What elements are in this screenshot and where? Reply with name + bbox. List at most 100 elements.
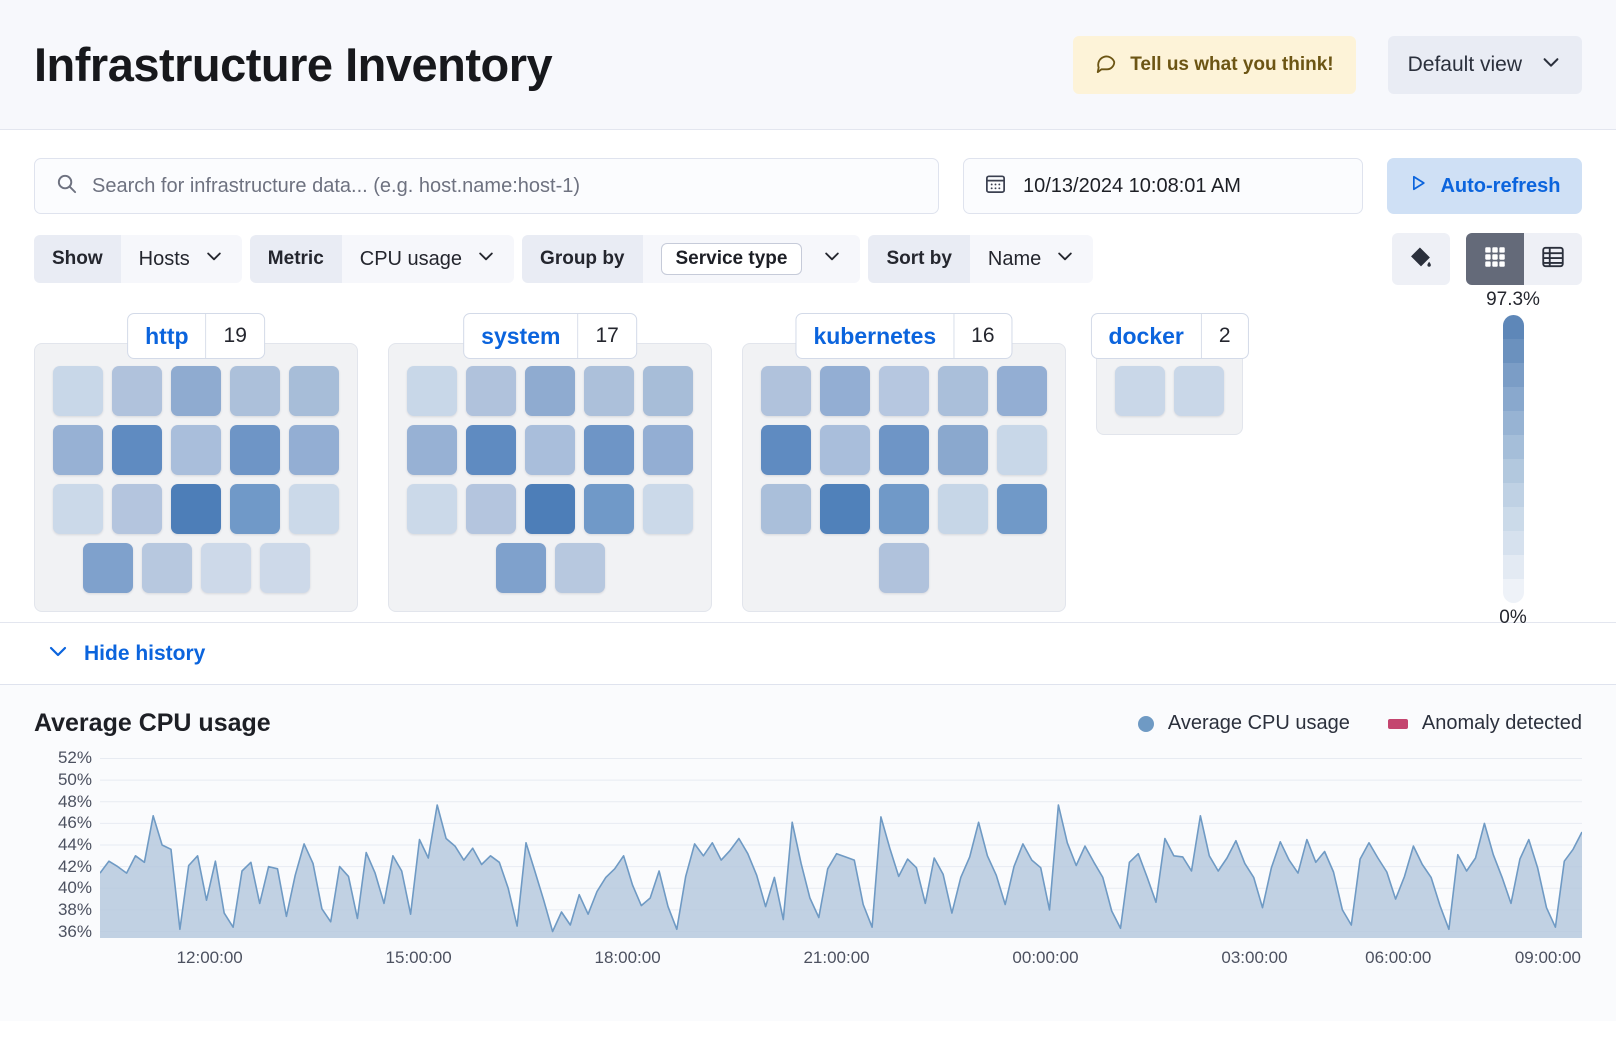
waffle-cell[interactable] — [584, 484, 634, 534]
waffle-cell[interactable] — [761, 425, 811, 475]
waffle-cell[interactable] — [879, 543, 929, 593]
chart-x-tick: 09:00:00 — [1514, 948, 1581, 967]
waffle-cell[interactable] — [230, 425, 280, 475]
auto-refresh-label: Auto-refresh — [1440, 174, 1561, 197]
waffle-cell[interactable] — [171, 484, 221, 534]
waffle-row — [407, 366, 693, 416]
waffle-cell[interactable] — [761, 484, 811, 534]
waffle-cell[interactable] — [525, 366, 575, 416]
default-view-label: Default view — [1407, 52, 1522, 76]
date-picker[interactable]: 10/13/2024 10:08:01 AM — [963, 158, 1363, 214]
control-show[interactable]: Show Hosts — [34, 235, 242, 283]
waffle-cell[interactable] — [407, 484, 457, 534]
chevron-down-icon — [46, 639, 70, 669]
waffle-cell[interactable] — [289, 366, 339, 416]
waffle-cell[interactable] — [53, 484, 103, 534]
waffle-cell[interactable] — [230, 366, 280, 416]
chevron-down-icon — [822, 246, 842, 272]
waffle-cell[interactable] — [1115, 366, 1165, 416]
waffle-cell[interactable] — [259, 543, 310, 593]
waffle-cell[interactable] — [879, 484, 929, 534]
chart-canvas[interactable] — [99, 752, 1583, 938]
waffle-cell[interactable] — [820, 425, 870, 475]
waffle-cell[interactable] — [997, 425, 1047, 475]
control-group-by-value[interactable]: Service type — [642, 235, 861, 283]
waffle-cell[interactable] — [495, 543, 546, 593]
waffle-cell[interactable] — [643, 484, 693, 534]
waffle-cell[interactable] — [584, 425, 634, 475]
waffle-cell[interactable] — [171, 425, 221, 475]
group-name[interactable]: system — [481, 322, 561, 349]
waffle-cell[interactable] — [200, 543, 251, 593]
waffle-cell[interactable] — [171, 366, 221, 416]
default-view-button[interactable]: Default view — [1387, 35, 1582, 94]
chevron-down-icon — [476, 246, 496, 272]
control-metric-value[interactable]: CPU usage — [341, 235, 515, 283]
waffle-cell[interactable] — [938, 425, 988, 475]
legend-color-button[interactable] — [1392, 233, 1450, 285]
waffle-cell[interactable] — [820, 484, 870, 534]
waffle-cell[interactable] — [938, 366, 988, 416]
waffle-cell[interactable] — [879, 366, 929, 416]
waffle-cell[interactable] — [53, 366, 103, 416]
control-metric[interactable]: Metric CPU usage — [249, 235, 515, 283]
waffle-cell[interactable] — [997, 366, 1047, 416]
group-name[interactable]: http — [145, 322, 189, 349]
waffle-cell[interactable] — [554, 543, 605, 593]
chart-y-tick: 44% — [57, 835, 92, 854]
waffle-cell[interactable] — [289, 484, 339, 534]
waffle-cell[interactable] — [820, 366, 870, 416]
control-group-by[interactable]: Group by Service type — [522, 235, 861, 283]
page-header: Infrastructure Inventory Tell us what yo… — [0, 0, 1616, 130]
waffle-cell[interactable] — [525, 425, 575, 475]
waffle-cell[interactable] — [289, 425, 339, 475]
grid-view-button[interactable] — [1466, 233, 1524, 285]
waffle-cell[interactable] — [407, 425, 457, 475]
chart-x-tick: 00:00:00 — [1012, 948, 1079, 967]
chart-x-tick: 12:00:00 — [176, 948, 243, 967]
waffle-cell[interactable] — [938, 484, 988, 534]
search-input[interactable] — [92, 174, 918, 198]
search-box[interactable] — [34, 158, 939, 214]
legend-item-anomaly-detected[interactable]: Anomaly detected — [1387, 712, 1582, 735]
feedback-button[interactable]: Tell us what you think! — [1073, 35, 1356, 94]
waffle-cell[interactable] — [643, 425, 693, 475]
waffle-cell[interactable] — [112, 484, 162, 534]
waffle-cell[interactable] — [230, 484, 280, 534]
legend-item-average-cpu-usage[interactable]: Average CPU usage — [1137, 712, 1350, 735]
group-name[interactable]: kubernetes — [813, 322, 937, 349]
waffle-cell[interactable] — [879, 425, 929, 475]
hide-history-toggle[interactable]: Hide history — [0, 623, 1616, 685]
waffle-cell[interactable] — [466, 366, 516, 416]
waffle-cell[interactable] — [407, 366, 457, 416]
toolbar-filters-row: Show Hosts Metric CPU usage — [34, 233, 1582, 285]
group-name[interactable]: docker — [1108, 322, 1184, 349]
waffle-cell[interactable] — [53, 425, 103, 475]
waffle-cell[interactable] — [466, 425, 516, 475]
table-view-button[interactable] — [1524, 233, 1582, 285]
waffle-row — [53, 484, 339, 534]
waffle-cell[interactable] — [141, 543, 192, 593]
control-sort-by[interactable]: Sort by Name — [868, 235, 1094, 283]
control-show-value[interactable]: Hosts — [120, 235, 242, 283]
waffle-cell[interactable] — [82, 543, 133, 593]
control-sort-by-value[interactable]: Name — [969, 235, 1094, 283]
waffle-cell[interactable] — [997, 484, 1047, 534]
waffle-cell[interactable] — [112, 425, 162, 475]
auto-refresh-button[interactable]: Auto-refresh — [1387, 158, 1582, 214]
waffle-cell[interactable] — [466, 484, 516, 534]
waffle-cell[interactable] — [1174, 366, 1224, 416]
waffle-cell[interactable] — [584, 366, 634, 416]
waffle-cell[interactable] — [643, 366, 693, 416]
waffle-row — [53, 425, 339, 475]
waffle-cell[interactable] — [761, 366, 811, 416]
waffle-cell[interactable] — [525, 484, 575, 534]
waffle-cell[interactable] — [112, 366, 162, 416]
